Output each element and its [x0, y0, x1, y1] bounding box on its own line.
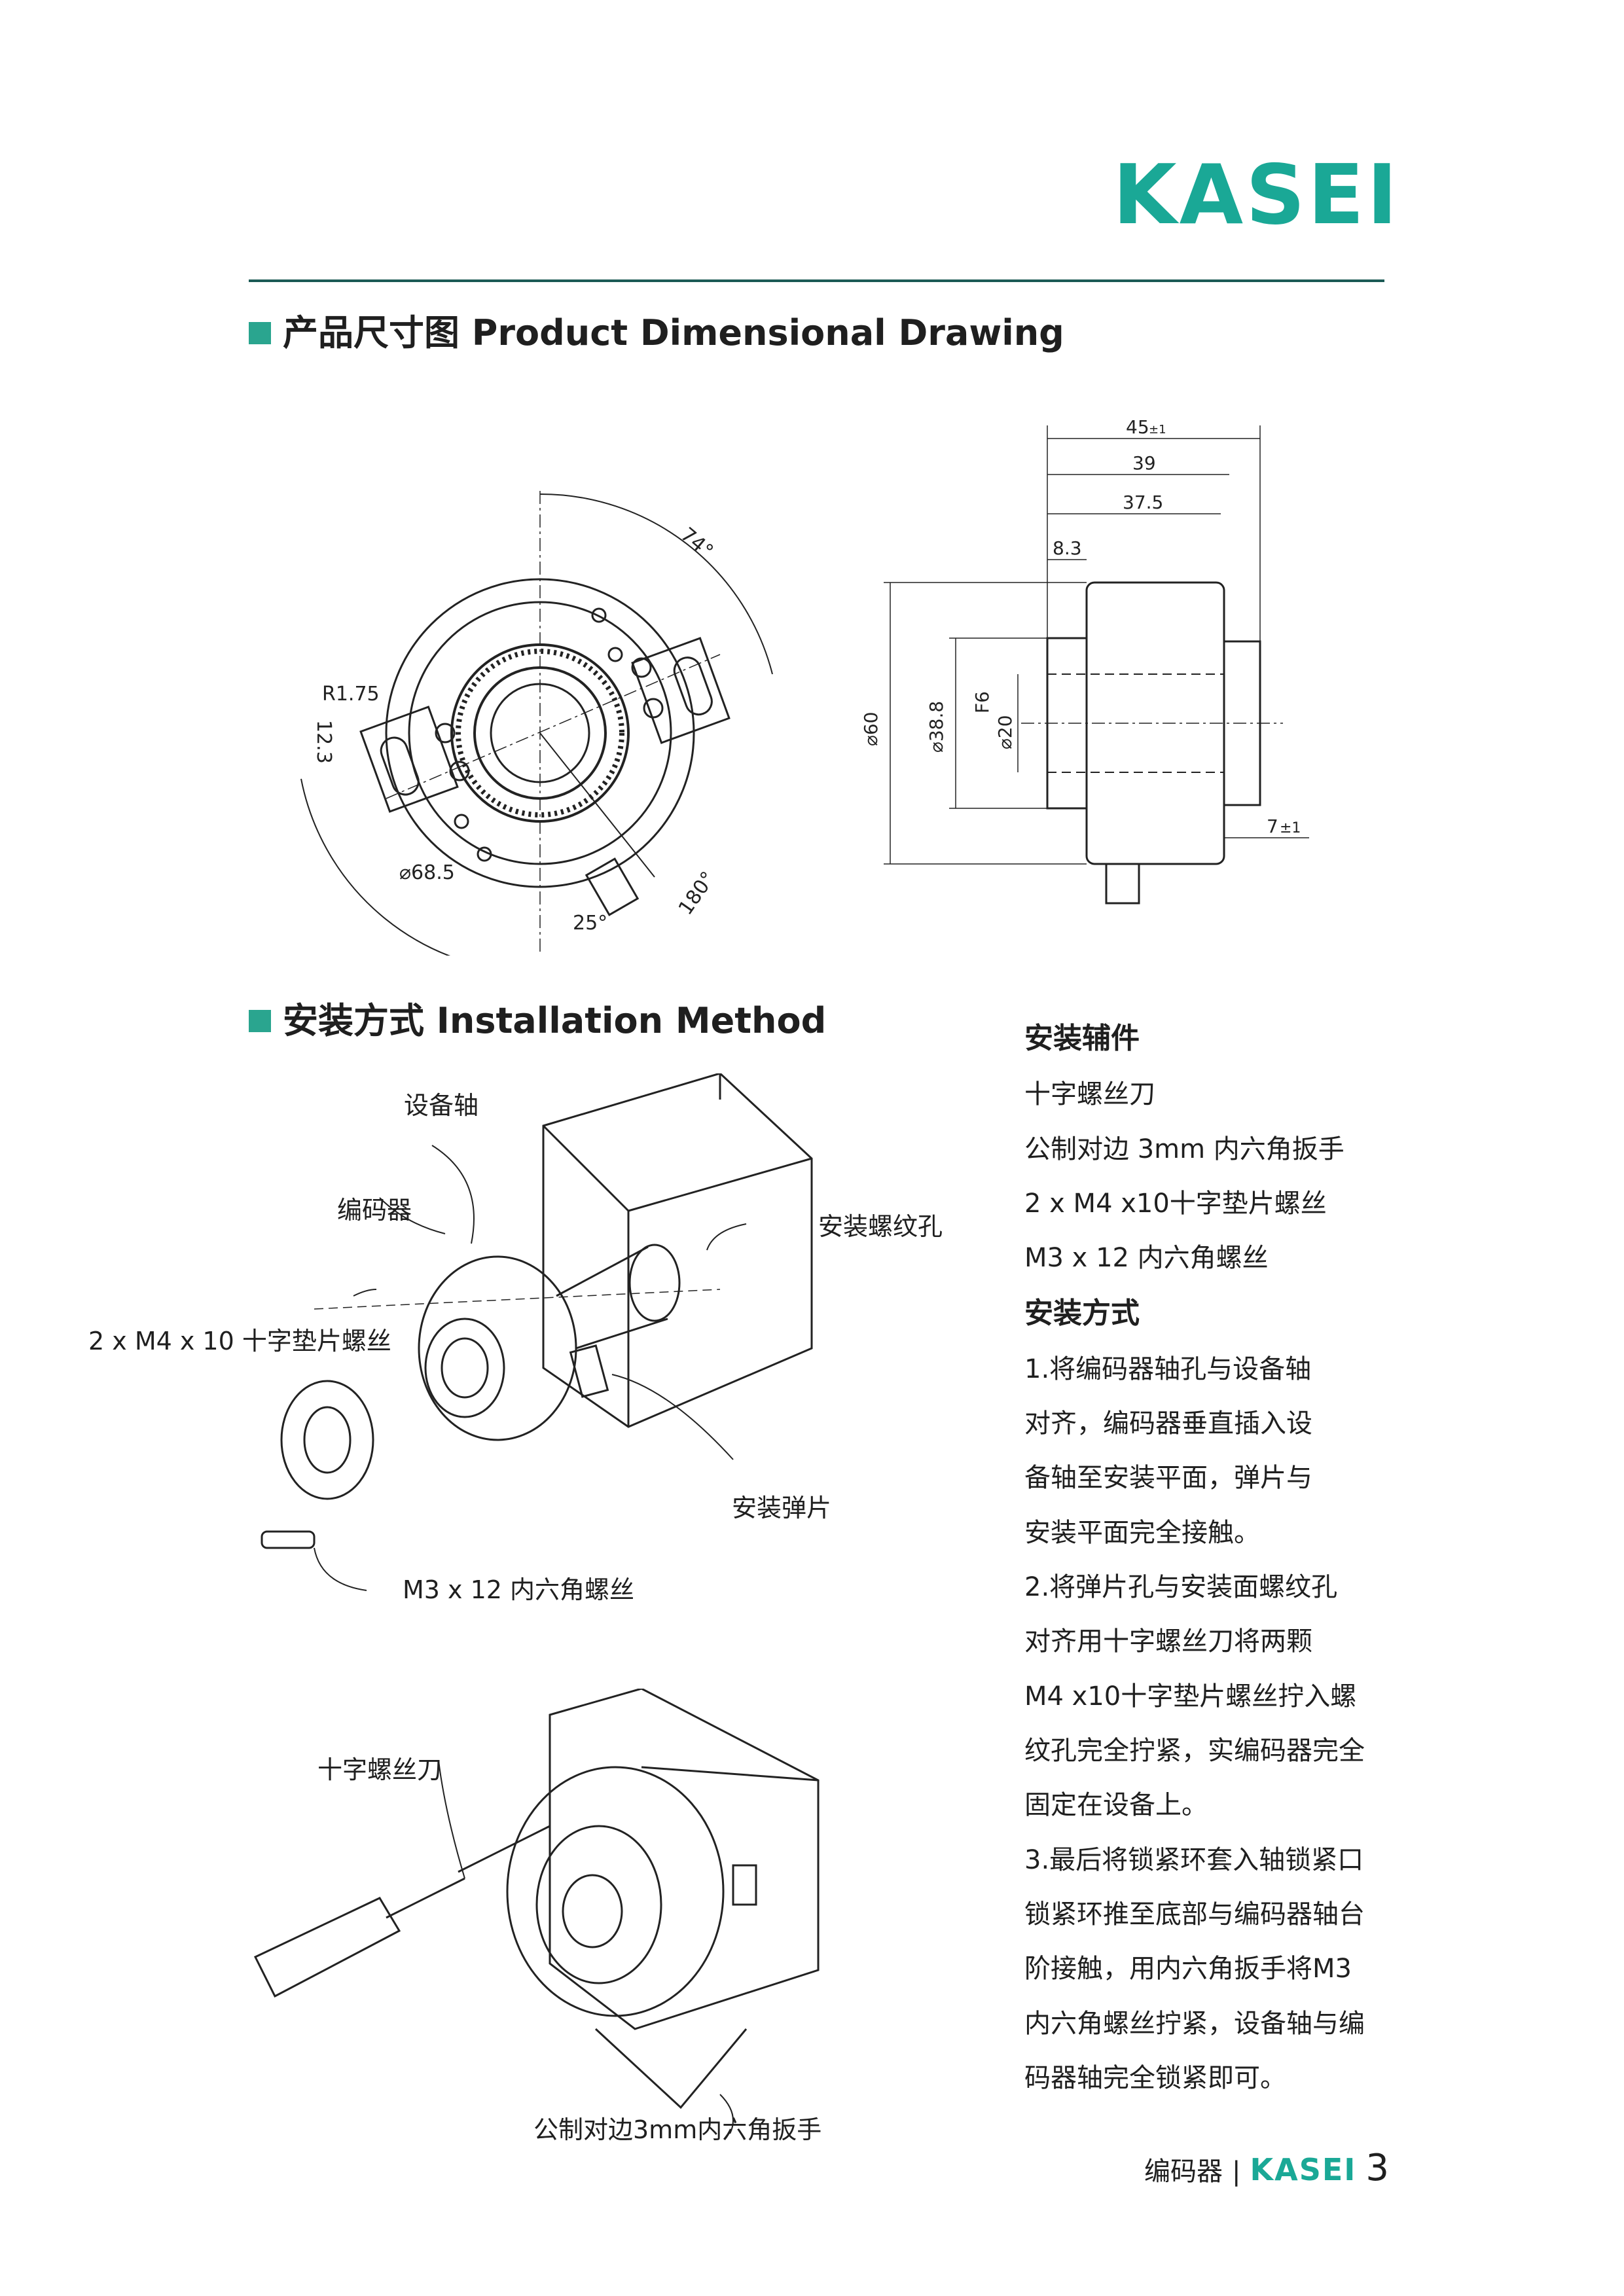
label-dia20: ⌀20 — [994, 715, 1016, 750]
label-angle-180: 180° — [674, 867, 720, 919]
label-d8-3: 8.3 — [1053, 537, 1082, 559]
bearing-ring — [456, 649, 624, 817]
label-d37-5: 37.5 — [1123, 492, 1163, 513]
accessory-item: 公制对边 3mm 内六角扳手 — [1024, 1134, 1344, 1164]
method-heading: 安装方式 — [1024, 1297, 1140, 1330]
method-line: 固定在设备上。 — [1024, 1790, 1208, 1820]
label-dia60: ⌀60 — [860, 712, 882, 747]
callout-screwdriver: 十字螺丝刀 — [317, 1755, 442, 1784]
section-title-text: 产品尺寸图 Product Dimensional Drawing — [283, 312, 1064, 353]
callout-hex-screw: M3 x 12 内六角螺丝 — [403, 1575, 635, 1604]
footer-separator: | — [1232, 2157, 1241, 2187]
footer: 编码器 | KASEI 3 — [1144, 2147, 1389, 2189]
label-angle-74: 74° — [676, 523, 717, 563]
method-line: 内六角螺丝拧紧，设备轴与编 — [1024, 2009, 1365, 2039]
mounting-block — [542, 1073, 813, 1428]
section-title-installation: 安装方式 Installation Method — [249, 1003, 826, 1039]
mounting-block — [549, 1689, 820, 2030]
accessories-heading: 安装辅件 — [1024, 1022, 1140, 1055]
footer-label: 编码器 — [1144, 2157, 1223, 2187]
method-line: 对齐，编码器垂直插入设 — [1024, 1408, 1312, 1439]
equipment-shaft — [628, 1244, 681, 1322]
label-d7: 7 — [1267, 816, 1278, 837]
method-line: 2.将弹片孔与安装面螺纹孔 — [1024, 1572, 1338, 1602]
method-line: 安装平面完全接触。 — [1024, 1518, 1260, 1548]
label-angle-25: 25° — [573, 912, 607, 935]
slot-left — [380, 736, 420, 796]
method-line: 码器轴完全锁紧即可。 — [1024, 2063, 1286, 2093]
lock-ring — [280, 1380, 374, 1500]
connector-stub — [1105, 863, 1140, 905]
encoder-body — [418, 1255, 577, 1441]
spring-plate-left — [359, 706, 459, 813]
label-d7-tol: ±1 — [1280, 820, 1301, 836]
label-slot: 12.3 — [312, 720, 335, 764]
hex-screw — [261, 1530, 316, 1549]
connector — [585, 857, 640, 916]
section-marker-icon — [249, 322, 271, 344]
encoder-body — [506, 1766, 725, 2017]
label-d45: 45 — [1126, 416, 1149, 438]
front-view-drawing: 74° R1.75 12.3 ⌀68.5 25° 180° — [300, 491, 773, 956]
side-view-drawing: 45 ±1 39 37.5 8.3 ⌀60 ⌀38.8 F6 ⌀20 7 ±1 — [860, 416, 1309, 905]
section-title-text: 安装方式 Installation Method — [283, 1000, 827, 1041]
dimension-arc-180 — [300, 778, 451, 956]
brand-logo: KASEI — [1113, 147, 1400, 243]
spring-plate — [569, 1344, 609, 1398]
header-rule — [249, 279, 1384, 282]
label-diameter: ⌀68.5 — [399, 861, 455, 884]
slot-right — [673, 656, 713, 716]
method-line: 对齐用十字螺丝刀将两颗 — [1024, 1626, 1312, 1657]
label-d45-tol: ±1 — [1149, 423, 1166, 437]
method-line: 纹孔完全拧紧，实编码器完全 — [1024, 1736, 1365, 1766]
accessory-item: 十字螺丝刀 — [1024, 1079, 1155, 1109]
screwdriver-handle — [253, 1897, 401, 1998]
footer-brand-logo: KASEI — [1250, 2152, 1357, 2187]
label-d39: 39 — [1132, 452, 1156, 474]
installation-illustration-exploded — [261, 1073, 813, 1591]
callout-equipment-shaft: 设备轴 — [404, 1091, 479, 1120]
page-number: 3 — [1365, 2147, 1390, 2189]
label-f6: F6 — [971, 691, 993, 713]
callout-mount-hole: 安装螺纹孔 — [818, 1212, 943, 1241]
method-line: 阶接触，用内六角扳手将M3 — [1024, 1954, 1352, 1984]
spring-plate — [732, 1864, 757, 1906]
dimension-arc-74 — [539, 493, 773, 675]
hex-key — [594, 2028, 748, 2109]
section-marker-icon — [249, 1010, 271, 1032]
callout-spring-plate: 安装弹片 — [732, 1494, 832, 1522]
accessory-item: 2 x M4 x10十字垫片螺丝 — [1024, 1189, 1327, 1219]
installation-illustration-tightening — [253, 1689, 820, 2134]
callout-hex-key: 公制对边3mm内六角扳手 — [533, 2115, 822, 2144]
accessory-item: M3 x 12 内六角螺丝 — [1024, 1243, 1269, 1273]
callout-washer-screw: 2 x M4 x 10 十字垫片螺丝 — [88, 1327, 391, 1355]
method-line: M4 x10十字垫片螺丝拧入螺 — [1024, 1681, 1357, 1712]
method-line: 1.将编码器轴孔与设备轴 — [1024, 1354, 1312, 1384]
section-title-dimensions: 产品尺寸图 Product Dimensional Drawing — [249, 315, 1064, 351]
label-dia38-8: ⌀38.8 — [926, 701, 947, 753]
method-line: 3.最后将锁紧环套入轴锁紧口 — [1024, 1845, 1364, 1875]
method-line: 锁紧环推至底部与编码器轴台 — [1024, 1899, 1365, 1929]
label-radius: R1.75 — [322, 683, 380, 706]
callout-encoder: 编码器 — [337, 1196, 412, 1225]
method-line: 备轴至安装平面，弹片与 — [1024, 1463, 1312, 1493]
